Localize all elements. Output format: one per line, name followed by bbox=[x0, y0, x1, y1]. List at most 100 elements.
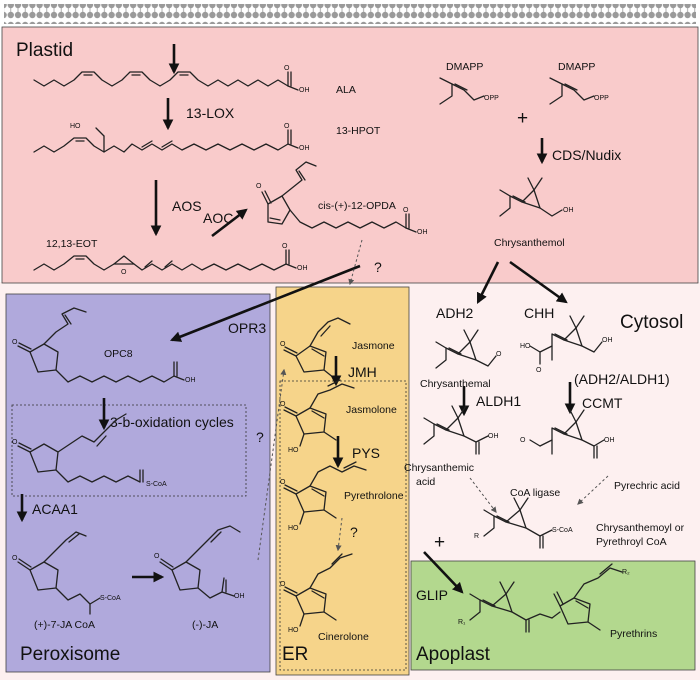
beta-ox-o-atom: O bbox=[12, 439, 18, 446]
plastid-region bbox=[1, 26, 699, 284]
chrysanthemic-acid-label-1: Chrysanthemic bbox=[404, 462, 474, 474]
chh-product-ho-atom: HO bbox=[520, 343, 531, 350]
pyrethric-acid-o-atom: O bbox=[520, 437, 526, 444]
peroxisome-label: Peroxisome bbox=[20, 644, 120, 665]
pyrethrins-r2-atom: R₂ bbox=[622, 569, 630, 576]
pyrethrins-structure bbox=[469, 563, 623, 633]
coa-ester-r-atom: R bbox=[474, 533, 479, 540]
chh-product-structure bbox=[529, 315, 603, 365]
chrysanthemic-acid-label-2: acid bbox=[416, 476, 435, 488]
cinerolone-structure bbox=[283, 553, 353, 627]
ja-o-atom: O bbox=[154, 553, 160, 560]
arrow-adh2 bbox=[476, 261, 500, 304]
dashed-arrow-chrysanthemic bbox=[469, 477, 497, 513]
acaa1-label: ACAA1 bbox=[32, 501, 78, 517]
opc8-oh-atom: OH bbox=[185, 377, 196, 384]
plastid-label: Plastid bbox=[16, 40, 73, 61]
chrysanthemol-structure bbox=[499, 177, 563, 217]
plus-sign-1: + bbox=[517, 108, 528, 129]
jasmone-label: Jasmone bbox=[352, 340, 395, 352]
beta-oxidation-box bbox=[11, 404, 247, 497]
pyrethrins-label: Pyrethrins bbox=[610, 628, 657, 640]
chrysanthemol-label: Chrysanthemol bbox=[494, 237, 565, 249]
ala-o-atom: O bbox=[284, 65, 290, 72]
dmapp-2-label: DMAPP bbox=[558, 61, 595, 73]
beta-ox-scoa-atom: S-CoA bbox=[146, 481, 167, 488]
apoplast-label: Apoplast bbox=[416, 644, 491, 665]
hpot-hoo-atom: HO bbox=[70, 123, 81, 130]
opc8-structure bbox=[17, 307, 185, 383]
coa-ester-scoa-atom: S-CoA bbox=[552, 527, 573, 534]
jasmolone-ho-atom: HO bbox=[288, 447, 299, 454]
chrysanthemal-o-atom: O bbox=[496, 351, 502, 358]
arrow-chh bbox=[509, 260, 568, 304]
opc8-o-atom: O bbox=[12, 339, 18, 346]
adh2-label: ADH2 bbox=[436, 305, 474, 321]
beta-ox-intermediate-structure bbox=[17, 413, 144, 483]
jmh-label: JMH bbox=[348, 364, 377, 380]
jasmolone-box bbox=[279, 380, 407, 671]
eot-o2-atom: O bbox=[282, 243, 288, 250]
pyrethrins-r1-atom: R₁ bbox=[458, 619, 466, 626]
cinerolone-o-atom: O bbox=[280, 581, 286, 588]
coa-ester-structure bbox=[483, 497, 553, 549]
opda-label: cis-(+)-12-OPDA bbox=[318, 200, 396, 212]
lox-label: 13-LOX bbox=[186, 105, 235, 121]
chh-label: CHH bbox=[524, 305, 554, 321]
jasmone-o-atom: O bbox=[280, 341, 286, 348]
chrysanthemic-acid-structure bbox=[423, 405, 489, 455]
ja-coa-scoa-atom: S-CoA bbox=[100, 595, 121, 602]
coa-ester-label-2: Pyrethroyl CoA bbox=[596, 536, 667, 548]
cinerolone-ho-atom: HO bbox=[288, 627, 299, 634]
plus-sign-2: + bbox=[434, 532, 445, 553]
chrysanthemol-oh-atom: OH bbox=[563, 207, 574, 214]
hpot-structure bbox=[33, 127, 299, 153]
ala-oh-atom: OH bbox=[299, 87, 310, 94]
dashed-arrow-cinerolone bbox=[335, 517, 343, 552]
ala-label: ALA bbox=[336, 84, 356, 96]
pyrethrolone-label: Pyrethrolone bbox=[344, 490, 404, 502]
ja-oh-atom: OH bbox=[234, 593, 245, 600]
ja-coa-structure bbox=[17, 531, 101, 615]
opda-oh-atom: OH bbox=[417, 229, 428, 236]
dmapp-2-structure bbox=[549, 77, 595, 105]
aos-label: AOS bbox=[172, 198, 202, 214]
adh2-aldh1-label: (ADH2/ALDH1) bbox=[574, 371, 670, 387]
coa-ligase-label: CoA ligase bbox=[510, 487, 560, 499]
cytosol-label: Cytosol bbox=[620, 312, 683, 333]
beta-ox-label: 3-b-oxidation cycles bbox=[110, 414, 234, 430]
opc8-label: OPC8 bbox=[104, 348, 133, 360]
dashed-arrow-ja-to-er bbox=[257, 368, 287, 561]
arrow-opr3 bbox=[169, 264, 361, 342]
er-region bbox=[275, 286, 410, 676]
jasmolone-o-atom: O bbox=[280, 401, 286, 408]
pyrethrolone-structure bbox=[283, 461, 367, 525]
chrysanthemal-structure bbox=[435, 329, 497, 369]
chrysanthemic-acid-oh-atom: OH bbox=[488, 433, 499, 440]
dashed-arrow-pyrethric bbox=[577, 475, 609, 505]
pyrethrolone-ho-atom: HO bbox=[288, 525, 299, 532]
eot-label: 12,13-EOT bbox=[46, 238, 98, 250]
hpot-label: 13-HPOT bbox=[336, 125, 381, 137]
opda-structure bbox=[261, 161, 417, 233]
chh-product-oh-atom: OH bbox=[602, 337, 613, 344]
opr3-label: OPR3 bbox=[228, 320, 266, 336]
pyrethric-acid-oh-atom: OH bbox=[604, 437, 615, 444]
hpot-oh-atom: OH bbox=[299, 145, 310, 152]
ja-coa-label: (+)-7-JA CoA bbox=[34, 619, 95, 631]
dmapp-2-opp-atom: OPP bbox=[594, 95, 609, 102]
jasmolone-structure bbox=[283, 379, 355, 447]
er-label: ER bbox=[282, 644, 308, 665]
aldh1-label: ALDH1 bbox=[476, 393, 521, 409]
question-mark-opda: ? bbox=[374, 259, 382, 275]
eot-o-atom: O bbox=[121, 269, 127, 276]
pys-label: PYS bbox=[352, 445, 380, 461]
ja-coa-o-atom: O bbox=[12, 555, 18, 562]
chrysanthemal-label: Chrysanthemal bbox=[420, 378, 491, 390]
opda-o2-atom: O bbox=[403, 207, 409, 214]
jasmolone-label: Jasmolone bbox=[346, 404, 397, 416]
dmapp-1-label: DMAPP bbox=[446, 61, 483, 73]
question-mark-beta: ? bbox=[256, 429, 264, 445]
question-mark-er: ? bbox=[350, 524, 358, 540]
